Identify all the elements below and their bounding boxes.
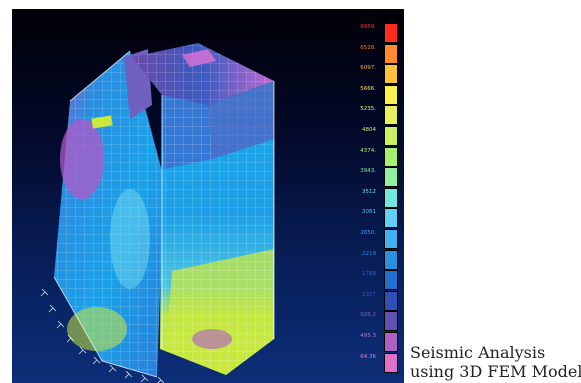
legend-swatch <box>384 208 398 229</box>
legend-label: 3943. <box>360 168 376 175</box>
color-legend: 6959. 6528. 6097. 5666. 5235. 4804 4374. 3943. 3… <box>334 23 402 383</box>
legend-swatch <box>384 43 398 64</box>
legend-swatch <box>384 126 398 146</box>
legend-swatch <box>384 290 398 311</box>
legend-swatch <box>384 84 398 105</box>
legend-swatch <box>384 167 398 188</box>
legend-label: 4804 <box>362 127 376 133</box>
legend-label: 495.3 <box>360 333 376 339</box>
legend-swatch <box>384 23 398 43</box>
legend-swatch <box>384 64 398 85</box>
caption-line-1: Seismic Analysis <box>410 343 546 362</box>
legend-label: 3512 <box>362 188 376 195</box>
caption-line-2: using 3D FEM Model <box>410 362 581 381</box>
legend-label: 2219 <box>362 250 376 257</box>
legend-swatch <box>384 311 398 332</box>
legend-label: 64.36 <box>360 353 376 360</box>
legend-swatch <box>384 187 398 208</box>
legend-label: 1788 <box>362 271 376 278</box>
fem-model <box>40 43 275 383</box>
figure-caption: Seismic Analysis using 3D FEM Model <box>410 343 581 381</box>
legend-swatch <box>384 105 398 126</box>
legend-swatch <box>384 229 398 249</box>
legend-swatch <box>384 146 398 167</box>
legend-swatch <box>384 270 398 291</box>
legend-label: 4374. <box>360 147 376 154</box>
legend-swatch <box>384 352 398 373</box>
legend-label: 2650. <box>360 230 376 236</box>
legend-label: 1357 <box>362 291 376 298</box>
legend-swatch <box>384 249 398 270</box>
legend-label: 3081 <box>362 209 376 216</box>
legend-swatch <box>384 332 398 352</box>
legend-label: 5235. <box>360 106 376 113</box>
legend-label: 6959. <box>360 24 376 30</box>
legend-label: 6528. <box>360 44 376 51</box>
legend-label: 6097. <box>360 65 376 72</box>
legend-label: 5666. <box>360 85 376 92</box>
fem-viewport[interactable]: 6959. 6528. 6097. 5666. 5235. 4804 4374. 3943. 3… <box>12 9 404 383</box>
legend-label: 926.2 <box>360 312 376 319</box>
